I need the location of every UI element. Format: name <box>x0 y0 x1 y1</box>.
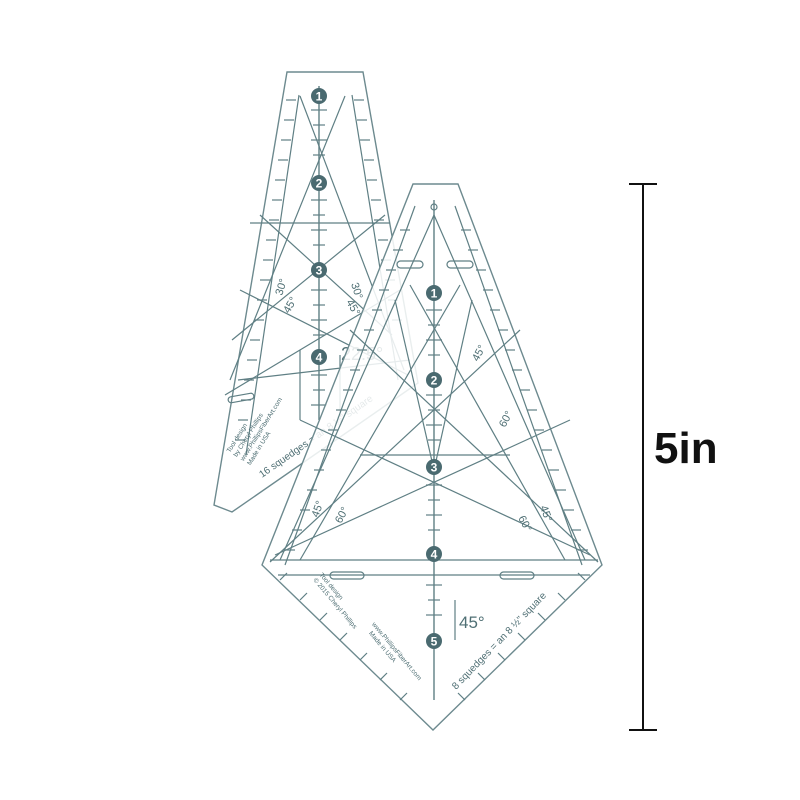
small-marker-4 <box>311 349 327 365</box>
small-angle-left-30: 30° <box>273 277 290 297</box>
large-angle-right-45: 45° <box>537 504 554 524</box>
large-marker-5 <box>426 633 442 649</box>
small-ruler-markers: 1 2 3 4 <box>311 88 327 365</box>
small-marker-2-label: 2 <box>316 177 323 191</box>
large-marker-1-label: 1 <box>431 287 438 301</box>
large-ruler <box>261 183 603 731</box>
large-angle-left-45: 45° <box>310 499 327 519</box>
large-ruler-slot-bottom-right <box>499 571 535 580</box>
large-marker-3 <box>426 459 442 475</box>
large-ruler-left-ticks <box>285 229 410 551</box>
small-marker-1-label: 1 <box>316 90 323 104</box>
small-marker-3-label: 3 <box>316 264 323 278</box>
small-angle-right-30: 30° <box>348 281 365 301</box>
large-ruler-hole <box>430 203 438 211</box>
large-marker-5-label: 5 <box>431 635 438 649</box>
large-marker-2 <box>426 372 442 388</box>
large-marker-4-label: 4 <box>431 548 438 562</box>
large-ruler-markers: 1 2 3 4 5 <box>426 285 442 649</box>
small-marker-3 <box>311 262 327 278</box>
large-marker-4 <box>426 546 442 562</box>
small-ruler-left-ticks <box>235 99 296 441</box>
small-marker-4-label: 4 <box>316 351 323 365</box>
large-ruler-slot-bottom-left <box>329 571 365 580</box>
large-big-angle: 45° <box>459 613 485 632</box>
small-marker-2 <box>311 175 327 191</box>
large-marker-2-label: 2 <box>431 374 438 388</box>
dimension-bracket <box>629 183 657 731</box>
large-marker-3-label: 3 <box>431 461 438 475</box>
small-marker-1 <box>311 88 327 104</box>
large-ruler-outline <box>261 183 603 731</box>
large-ruler-slot-top-left <box>396 260 424 269</box>
small-ruler-center-ticks <box>311 109 327 406</box>
large-ruler-bottom-ticks <box>279 572 586 701</box>
large-marker-1 <box>426 285 442 301</box>
large-ruler-slot-top-right <box>446 260 474 269</box>
dimension-label: 5in <box>654 424 718 473</box>
large-ruler-center-ticks <box>426 309 442 616</box>
large-ruler-right-ticks <box>461 229 588 551</box>
